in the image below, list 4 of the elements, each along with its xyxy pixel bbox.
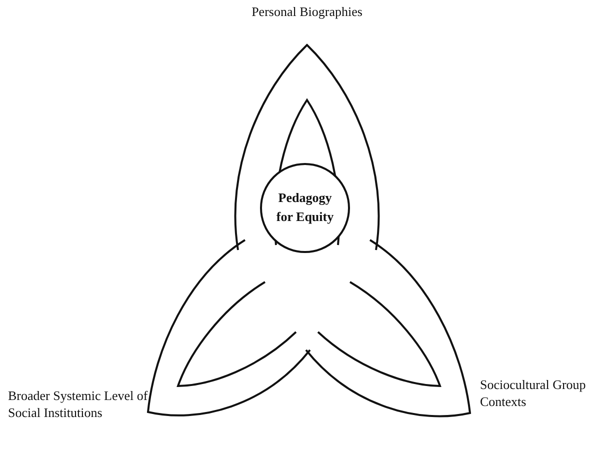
center-title: Pedagogy for Equity xyxy=(275,189,335,226)
lobe-label: Broader Systemic Level of Social Institutions xyxy=(8,388,148,422)
lobe-label: Personal Biographies xyxy=(250,4,364,21)
lobe-label: Sociocultural Group Contexts xyxy=(480,377,587,411)
